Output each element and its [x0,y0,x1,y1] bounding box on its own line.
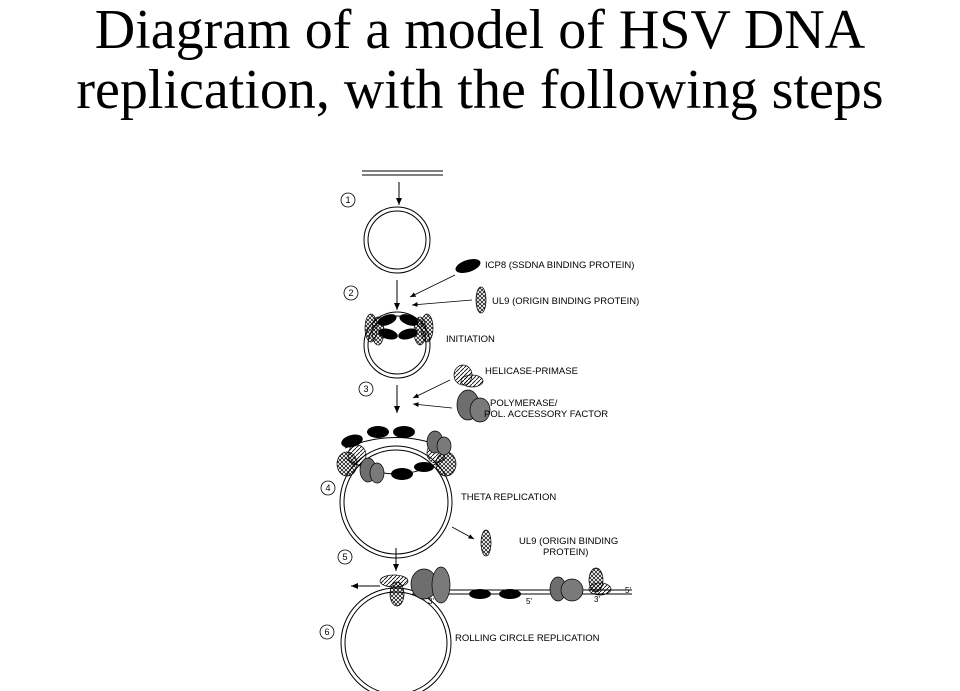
initiation-label: INITIATION [446,334,495,345]
ul9-legend: UL9 (ORIGIN BINDING PROTEIN) [475,286,639,314]
arrow-polymerase [412,402,453,409]
svg-text:ICP8 (SSDNA BINDING PROTEIN): ICP8 (SSDNA BINDING PROTEIN) [485,260,634,271]
svg-text:UL9 (ORIGIN BINDING: UL9 (ORIGIN BINDING [519,536,618,547]
rolling-circle-label: ROLLING CIRCLE REPLICATION [455,633,600,644]
arrow-ul9-release [451,526,475,540]
svg-text:UL9 (ORIGIN BINDING PROTEIN): UL9 (ORIGIN BINDING PROTEIN) [492,296,639,307]
svg-text:POL. ACCESSORY FACTOR: POL. ACCESSORY FACTOR [484,409,608,420]
arrow-ul9 [411,299,473,307]
icp8-legend: ICP8 (SSDNA BINDING PROTEIN) [455,259,634,273]
svg-text:6: 6 [324,627,329,637]
svg-text:2: 2 [348,288,353,298]
step-number-1: 1 [340,192,356,208]
title-line-1: Diagram of a model of HSV DNA [94,0,866,61]
svg-text:HELICASE-PRIMASE: HELICASE-PRIMASE [485,366,578,377]
slide-title: Diagram of a model of HSV DNA replicatio… [0,0,960,120]
strand-label-3prime-a: 3' [428,597,434,606]
svg-text:PROTEIN): PROTEIN) [543,547,588,558]
linear-dna [362,170,443,176]
step-number-2: 2 [343,285,359,301]
svg-text:5: 5 [342,552,347,562]
svg-text:4: 4 [325,483,330,493]
arrow-helicase [412,379,451,399]
strand-label-5prime-b: 5' [625,586,631,595]
initiation-complex [363,311,434,379]
theta-label: THETA REPLICATION [461,492,556,503]
strand-label-5prime-a: 5' [526,597,532,606]
polymerase-legend: POLYMERASE/ POL. ACCESSORY FACTOR [456,389,608,423]
step-number-4: 4 [320,480,336,496]
arrow-icp8 [409,274,456,298]
ul9-icon [475,286,487,314]
icp8-icon [455,259,481,273]
svg-text:1: 1 [345,195,350,205]
title-line-2: replication, with the following steps [76,59,884,121]
theta-replication [336,426,457,559]
rolling-circle [340,566,632,691]
ul9-released: UL9 (ORIGIN BINDING PROTEIN) [480,529,618,558]
step-number-6: 6 [319,624,335,640]
step-number-3: 3 [358,381,374,397]
circular-dna [363,206,431,274]
step-number-5: 5 [337,549,353,565]
svg-text:3: 3 [363,384,368,394]
strand-label-3prime-b: 3' [594,595,600,604]
helicase-legend: HELICASE-PRIMASE [453,364,578,388]
svg-text:POLYMERASE/: POLYMERASE/ [490,398,558,409]
